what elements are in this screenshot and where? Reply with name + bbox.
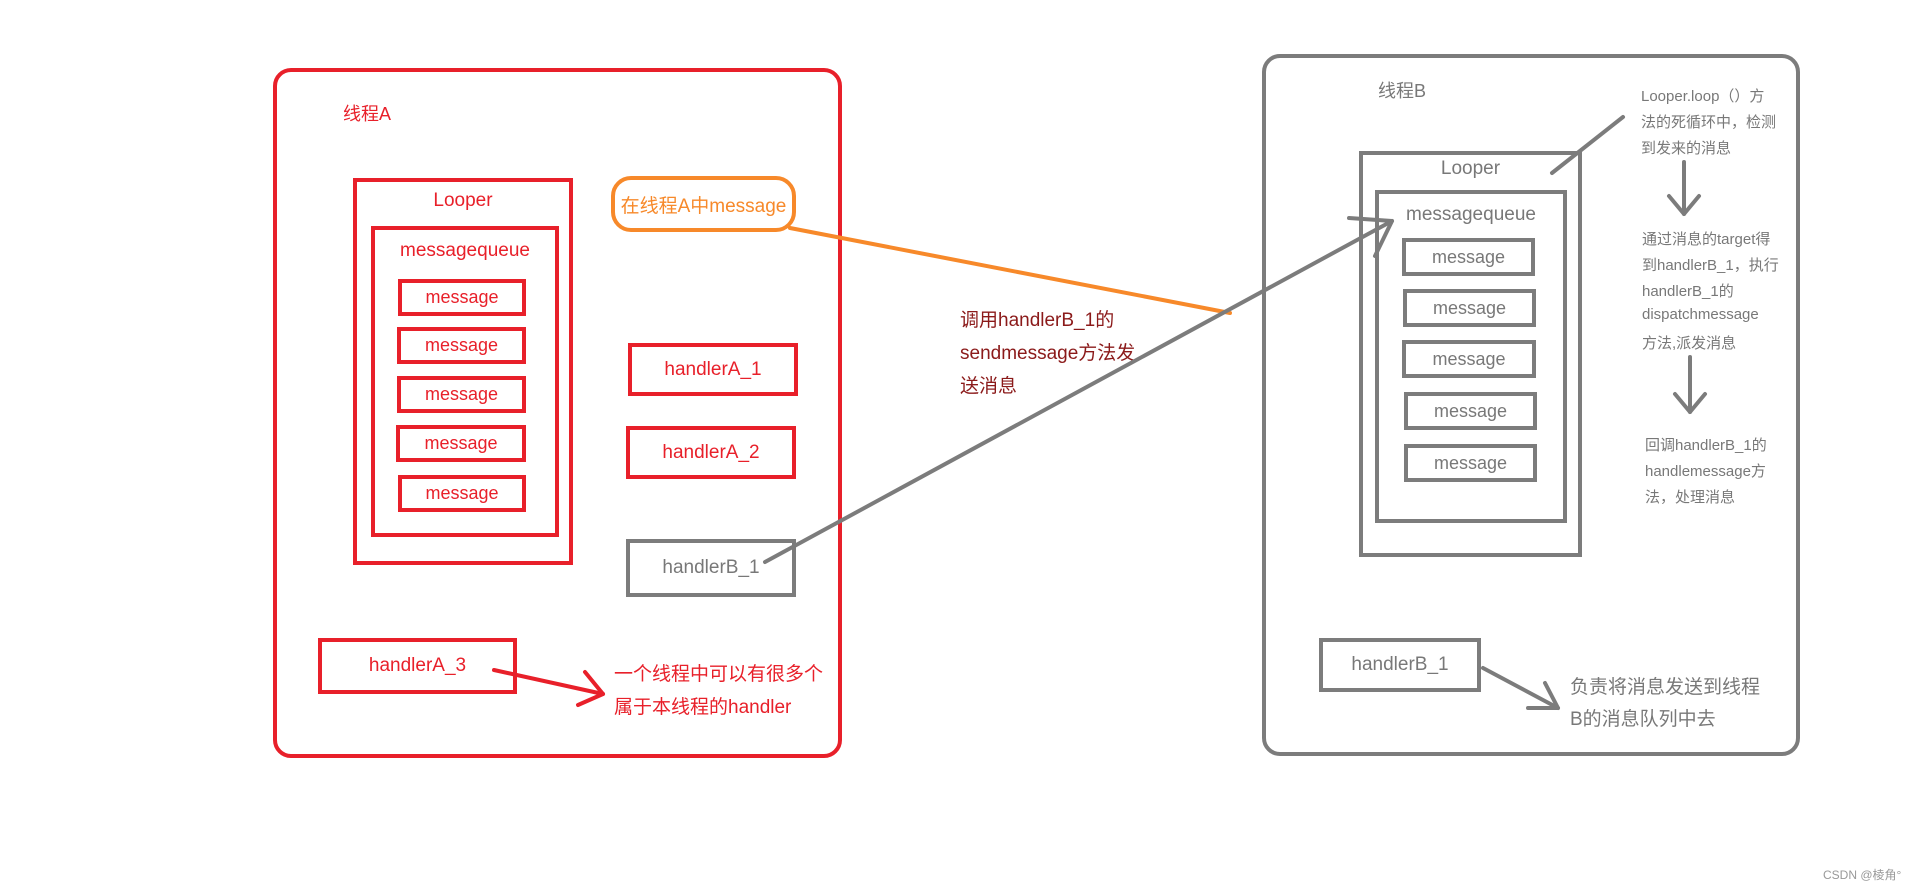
handler-a3-arrow-head	[576, 670, 605, 707]
handler-a2: handlerA_2	[626, 426, 796, 479]
orange-connector	[788, 226, 1232, 315]
watermark: CSDN @棱角°	[1823, 868, 1902, 882]
send-arrow-head	[1347, 216, 1394, 258]
thread-a-looper	[353, 178, 573, 565]
thread-b-title: 线程B	[1378, 81, 1427, 101]
handler-b1: handlerB_1	[1319, 638, 1481, 692]
thread-b-message-4: message	[1404, 392, 1537, 430]
thread-a-looper-label: Looper	[433, 190, 493, 211]
thread-b-messagequeue	[1375, 190, 1567, 523]
handler-b1-note-line-2: B的消息队列中去	[1570, 709, 1716, 730]
dispatch-note-line-4: dispatchmessage	[1642, 306, 1759, 323]
dispatch-note-line-1: 通过消息的target得	[1642, 231, 1771, 248]
dispatch-note-line-2: 到handlerB_1，执行	[1642, 257, 1779, 274]
thread-b-looper	[1359, 151, 1582, 557]
loop-note-connector	[1550, 115, 1625, 175]
handler-a3: handlerA_3	[318, 638, 517, 694]
callback-note-line-1: 回调handlerB_1的	[1645, 437, 1767, 454]
thread-b-message-3: message	[1402, 340, 1536, 378]
send-message-note-line-1: 调用handlerB_1的	[960, 310, 1115, 331]
send-message-note-line-2: sendmessage方法发	[960, 343, 1136, 364]
loop-note-line-2: 法的死循环中，检测	[1641, 114, 1777, 131]
thread-a-message-5: message	[398, 475, 526, 512]
thread-a-frame	[273, 68, 842, 758]
thread-a-message-4: message	[396, 425, 526, 462]
down-arrow-2-head	[1673, 392, 1707, 414]
handler-a1: handlerA_1	[628, 343, 798, 396]
send-message-note-line-3: 送消息	[960, 376, 1018, 397]
handler-b1-arrow-head	[1526, 681, 1560, 710]
thread-b-message-5: message	[1404, 444, 1537, 482]
callback-note-line-3: 法，处理消息	[1645, 489, 1736, 506]
handler-b1-arrow-line	[1481, 666, 1560, 710]
thread-a-messagequeue-label: messagequeue	[400, 240, 530, 261]
thread-a-message-2: message	[397, 327, 526, 364]
multi-handler-note-line-1: 一个线程中可以有很多个	[614, 664, 824, 685]
loop-note-line-1: Looper.loop（）方	[1641, 88, 1765, 105]
down-arrow-1-head	[1667, 194, 1701, 216]
thread-b-message-2: message	[1403, 289, 1536, 327]
thread-a-messagequeue	[371, 226, 559, 537]
send-arrow-line	[763, 219, 1394, 564]
dispatch-note-line-3: handlerB_1的	[1642, 283, 1734, 300]
thread-b-looper-label: Looper	[1440, 158, 1501, 179]
thread-a-title: 线程A	[343, 104, 392, 124]
thread-b-message-1: message	[1402, 238, 1535, 276]
handler-b1-in-thread-a: handlerB_1	[626, 539, 796, 597]
dispatch-note-line-5: 方法,派发消息	[1642, 335, 1737, 352]
thread-b-frame	[1262, 54, 1800, 756]
thread-a-message-1: message	[398, 279, 526, 316]
thread-a-message-3: message	[397, 376, 526, 413]
handler-a3-arrow-line	[492, 668, 605, 696]
loop-note-line-3: 到发来的消息	[1641, 140, 1732, 157]
callback-note-line-2: handlemessage方	[1645, 463, 1766, 480]
multi-handler-note-line-2: 属于本线程的handler	[614, 697, 792, 718]
handler-b1-note-line-1: 负责将消息发送到线程	[1570, 677, 1761, 698]
thread-b-messagequeue-label: messagequeue	[1406, 204, 1536, 225]
thread-a-message-note: 在线程A中message	[611, 176, 796, 232]
